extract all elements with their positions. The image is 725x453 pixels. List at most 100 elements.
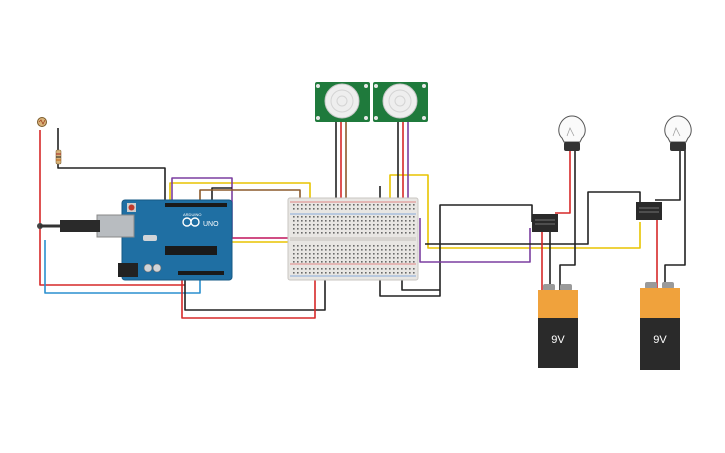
breadboard-hole[interactable] xyxy=(301,224,303,226)
breadboard-hole[interactable] xyxy=(341,208,343,210)
breadboard-hole[interactable] xyxy=(297,232,299,234)
breadboard-hole[interactable] xyxy=(349,261,351,263)
breadboard-hole[interactable] xyxy=(313,261,315,263)
wire-arduino-black[interactable] xyxy=(211,187,232,202)
breadboard-hole[interactable] xyxy=(393,224,395,226)
breadboard-hole[interactable] xyxy=(317,261,319,263)
breadboard-hole[interactable] xyxy=(361,268,363,270)
breadboard-hole[interactable] xyxy=(413,261,415,263)
breadboard-hole[interactable] xyxy=(397,204,399,206)
breadboard-hole[interactable] xyxy=(345,228,347,230)
breadboard-hole[interactable] xyxy=(309,272,311,274)
breadboard-hole[interactable] xyxy=(401,220,403,222)
breadboard-hole[interactable] xyxy=(329,216,331,218)
breadboard-hole[interactable] xyxy=(313,253,315,255)
breadboard-hole[interactable] xyxy=(361,253,363,255)
wire-bb-relay2-black[interactable] xyxy=(425,191,641,245)
breadboard-hole[interactable] xyxy=(309,268,311,270)
breadboard-hole[interactable] xyxy=(305,249,307,251)
breadboard-hole[interactable] xyxy=(373,272,375,274)
breadboard-hole[interactable] xyxy=(409,228,411,230)
breadboard-hole[interactable] xyxy=(337,228,339,230)
breadboard-hole[interactable] xyxy=(401,261,403,263)
breadboard-hole[interactable] xyxy=(413,216,415,218)
breadboard-hole[interactable] xyxy=(385,228,387,230)
breadboard-hole[interactable] xyxy=(413,253,415,255)
breadboard-hole[interactable] xyxy=(373,257,375,259)
breadboard-hole[interactable] xyxy=(349,204,351,206)
breadboard-hole[interactable] xyxy=(381,253,383,255)
breadboard-hole[interactable] xyxy=(305,257,307,259)
breadboard-hole[interactable] xyxy=(333,245,335,247)
breadboard-hole[interactable] xyxy=(365,204,367,206)
breadboard-hole[interactable] xyxy=(389,220,391,222)
breadboard-hole[interactable] xyxy=(413,249,415,251)
breadboard-hole[interactable] xyxy=(305,272,307,274)
breadboard-hole[interactable] xyxy=(313,220,315,222)
breadboard-hole[interactable] xyxy=(349,216,351,218)
breadboard-hole[interactable] xyxy=(361,216,363,218)
breadboard-hole[interactable] xyxy=(381,245,383,247)
breadboard-hole[interactable] xyxy=(397,245,399,247)
breadboard-hole[interactable] xyxy=(357,261,359,263)
breadboard-hole[interactable] xyxy=(405,253,407,255)
breadboard-hole[interactable] xyxy=(313,245,315,247)
breadboard-hole[interactable] xyxy=(325,204,327,206)
breadboard-hole[interactable] xyxy=(389,208,391,210)
breadboard-hole[interactable] xyxy=(377,220,379,222)
breadboard-hole[interactable] xyxy=(381,220,383,222)
breadboard-hole[interactable] xyxy=(301,216,303,218)
breadboard-hole[interactable] xyxy=(321,204,323,206)
breadboard-hole[interactable] xyxy=(341,253,343,255)
breadboard-hole[interactable] xyxy=(361,224,363,226)
breadboard-hole[interactable] xyxy=(369,228,371,230)
breadboard-hole[interactable] xyxy=(373,245,375,247)
breadboard-hole[interactable] xyxy=(333,257,335,259)
breadboard-hole[interactable] xyxy=(373,220,375,222)
breadboard-hole[interactable] xyxy=(365,232,367,234)
breadboard-hole[interactable] xyxy=(329,220,331,222)
breadboard-hole[interactable] xyxy=(341,232,343,234)
breadboard-hole[interactable] xyxy=(333,253,335,255)
breadboard-hole[interactable] xyxy=(309,261,311,263)
breadboard-hole[interactable] xyxy=(333,216,335,218)
breadboard-hole[interactable] xyxy=(317,268,319,270)
breadboard-hole[interactable] xyxy=(301,220,303,222)
breadboard-hole[interactable] xyxy=(321,216,323,218)
breadboard-hole[interactable] xyxy=(321,208,323,210)
breadboard-hole[interactable] xyxy=(333,220,335,222)
breadboard-hole[interactable] xyxy=(337,220,339,222)
breadboard-hole[interactable] xyxy=(313,208,315,210)
breadboard-hole[interactable] xyxy=(301,232,303,234)
breadboard-hole[interactable] xyxy=(349,253,351,255)
breadboard-hole[interactable] xyxy=(377,204,379,206)
breadboard-hole[interactable] xyxy=(385,224,387,226)
breadboard-hole[interactable] xyxy=(297,257,299,259)
breadboard-hole[interactable] xyxy=(317,232,319,234)
breadboard-hole[interactable] xyxy=(293,272,295,274)
breadboard-hole[interactable] xyxy=(337,216,339,218)
breadboard-hole[interactable] xyxy=(369,257,371,259)
breadboard-hole[interactable] xyxy=(385,272,387,274)
breadboard-hole[interactable] xyxy=(385,232,387,234)
breadboard-hole[interactable] xyxy=(293,204,295,206)
wire-bb-relay1-purple[interactable] xyxy=(419,218,531,263)
breadboard-hole[interactable] xyxy=(341,224,343,226)
breadboard-hole[interactable] xyxy=(297,216,299,218)
breadboard-hole[interactable] xyxy=(389,257,391,259)
breadboard-hole[interactable] xyxy=(393,216,395,218)
breadboard-hole[interactable] xyxy=(413,220,415,222)
breadboard-hole[interactable] xyxy=(321,257,323,259)
breadboard-hole[interactable] xyxy=(393,245,395,247)
breadboard-hole[interactable] xyxy=(373,253,375,255)
light-bulb-1[interactable] xyxy=(558,115,586,151)
breadboard-hole[interactable] xyxy=(381,257,383,259)
breadboard-hole[interactable] xyxy=(409,232,411,234)
breadboard-hole[interactable] xyxy=(401,257,403,259)
breadboard-hole[interactable] xyxy=(389,204,391,206)
breadboard-hole[interactable] xyxy=(329,272,331,274)
breadboard-hole[interactable] xyxy=(297,245,299,247)
wire-bulb2-black[interactable] xyxy=(655,150,681,201)
breadboard-hole[interactable] xyxy=(305,261,307,263)
breadboard-hole[interactable] xyxy=(393,228,395,230)
